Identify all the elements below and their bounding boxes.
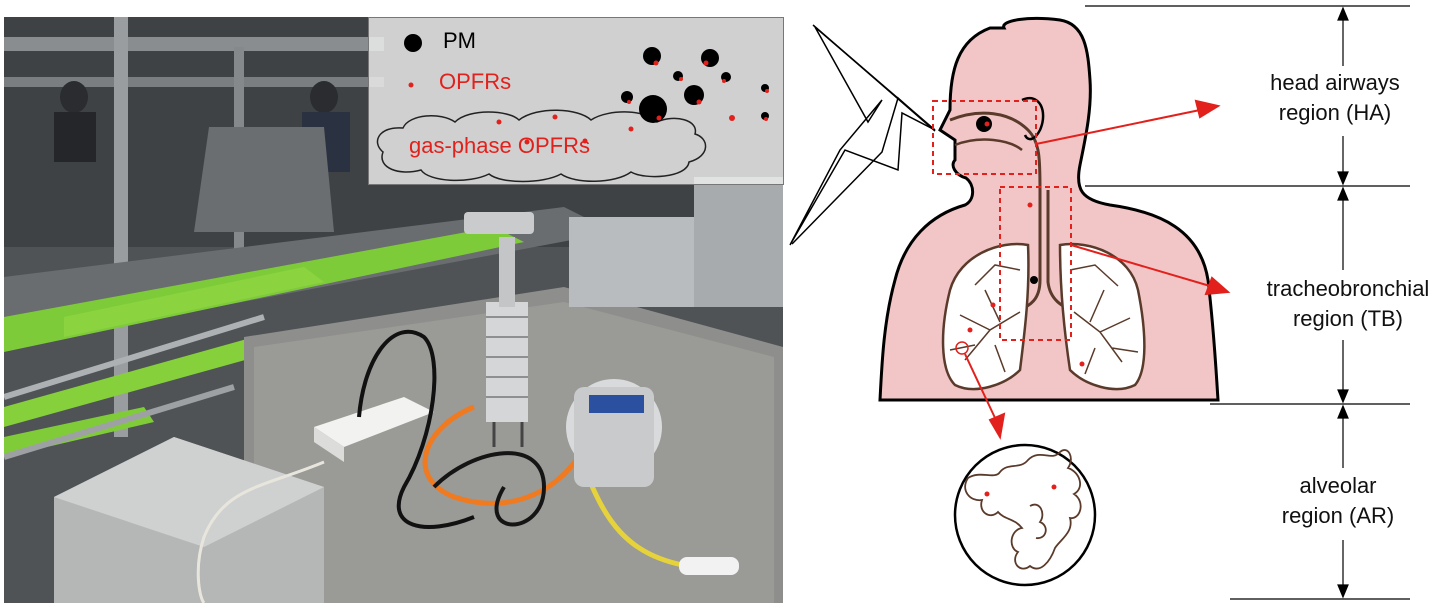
pm-particle-cluster [621, 47, 769, 123]
opfr-legend-dot [408, 82, 414, 88]
ar-label-line1: alveolar [1299, 473, 1377, 498]
ar-zoom-source [955, 341, 969, 355]
tracheobronchial-region-label: tracheobronchial region (TB) [1240, 274, 1456, 334]
tb-label-line1: tracheobronchial [1266, 276, 1430, 301]
gas-phase-cloud [376, 109, 707, 183]
ha-region-box [932, 100, 1037, 175]
zoom-arrow-shape [789, 26, 936, 246]
pm-legend-dot [404, 34, 422, 52]
ha-label-line2: region (HA) [1278, 100, 1392, 125]
legend-opfrs-label: OPFRs [439, 69, 512, 94]
right-lung [1058, 242, 1146, 391]
alveolar-region-label: alveolar region (AR) [1250, 471, 1426, 531]
ha-label-line1: head airways [1270, 70, 1400, 95]
legend-gas-phase-label: gas-phase OPFRs [409, 133, 590, 158]
alveolus-structure [964, 449, 1082, 570]
legend-graphics [376, 34, 769, 183]
tb-label-line2: region (TB) [1292, 306, 1404, 331]
particle-legend: PM OPFRs gas-phase OPFRs [368, 17, 784, 185]
tb-region-box [999, 186, 1072, 341]
head-airways-region-label: head airways region (HA) [1240, 68, 1430, 128]
alveolus-zoom-circle [953, 443, 1097, 587]
ar-label-line2: region (AR) [1281, 503, 1395, 528]
legend-pm-label: PM [443, 28, 476, 53]
